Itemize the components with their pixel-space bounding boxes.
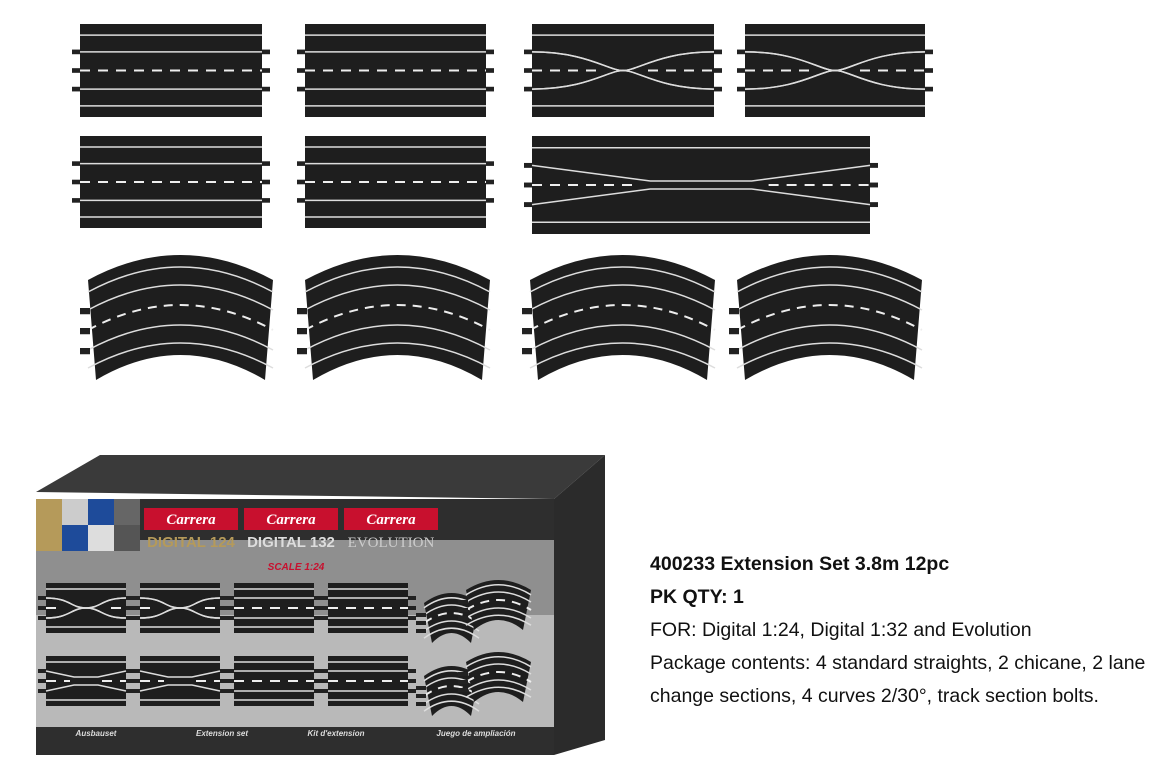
box-line-label: EVOLUTION [348,535,435,551]
svg-text:Carrera: Carrera [366,512,416,528]
track-piece-straight [226,583,322,633]
package-contents: Package contents: 4 standard straights, … [650,652,1146,707]
track-piece-curve [458,580,532,630]
track-piece-cross [737,24,933,117]
checker-square [62,499,88,525]
carrera-logo [344,508,438,530]
box-language-label: Ausbauset [75,729,117,738]
track-pieces-illustration [72,24,933,380]
track-piece-curve [416,593,480,643]
box-line-label: DIGITAL 124 [147,534,235,551]
checker-square [62,525,88,551]
checker-square [114,525,140,551]
checker-square [88,499,114,525]
box-language-label: Extension set [196,729,248,738]
compatibility: FOR: Digital 1:24, Digital 1:32 and Evol… [650,619,1032,641]
box-scale: SCALE 1:24 [268,562,325,573]
box-language-label: Kit d'extension [307,729,364,738]
checker-square [114,499,140,525]
box-language-label: Juego de ampliación [436,729,515,738]
carrera-logo [244,508,338,530]
track-piece-cross [524,24,722,117]
track-piece-straight [297,24,494,117]
track-piece-straight [320,656,416,706]
checker-square [36,499,62,525]
track-piece-lanechange [132,656,228,706]
checker-square [88,525,114,551]
track-piece-curve [416,666,480,716]
track-piece-lanechange [38,656,134,706]
track-piece-lanechange [524,136,878,234]
track-piece-curve [297,255,491,380]
track-piece-cross [38,583,134,633]
track-piece-straight [320,583,416,633]
box-line-label: DIGITAL 132 [247,534,335,551]
track-piece-straight [297,136,494,228]
track-piece-straight [72,136,270,228]
box-side [554,455,605,755]
carrera-logo [144,508,238,530]
track-piece-cross [132,583,228,633]
track-piece-straight [72,24,270,117]
track-piece-curve [458,652,532,702]
track-piece-curve [80,255,274,380]
track-piece-curve [729,255,923,380]
pack-quantity: PK QTY: 1 [650,586,744,608]
box-top [36,455,605,499]
product-title: 400233 Extension Set 3.8m 12pc [650,553,950,575]
svg-text:Carrera: Carrera [166,512,216,528]
track-piece-straight [226,656,322,706]
svg-text:Carrera: Carrera [266,512,316,528]
product-description: 400233 Extension Set 3.8m 12pc PK QTY: 1… [650,548,1150,713]
checker-square [36,525,62,551]
track-piece-curve [522,255,716,380]
